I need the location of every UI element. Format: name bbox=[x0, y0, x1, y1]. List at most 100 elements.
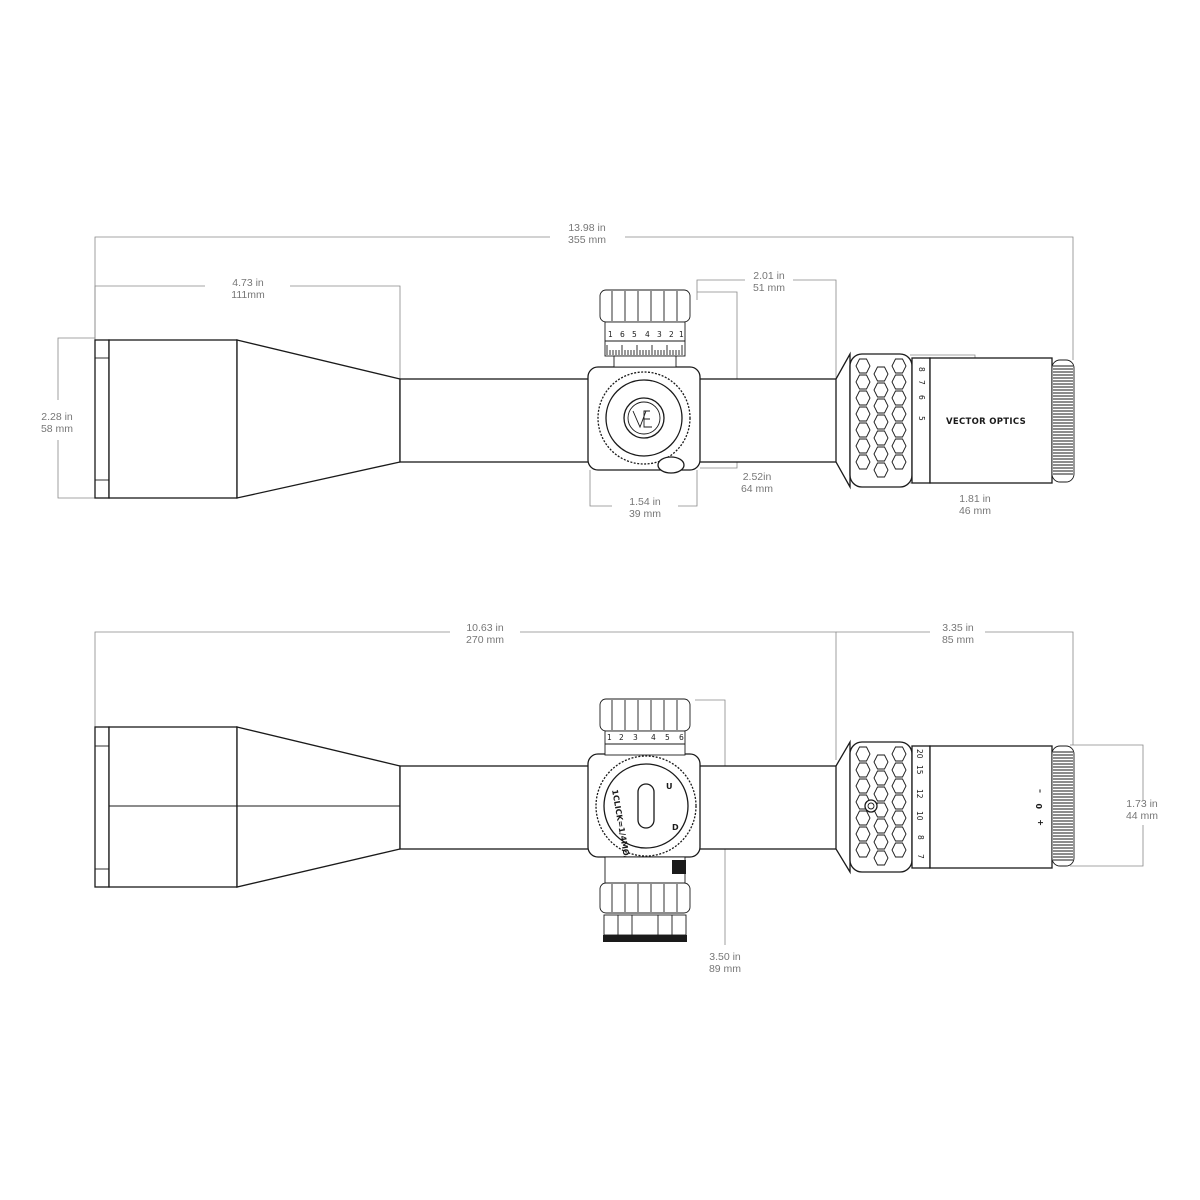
knurl-cell bbox=[891, 422, 907, 438]
knurl-cell bbox=[855, 454, 871, 470]
elevation-turret bbox=[599, 289, 691, 368]
dial-down-label: D bbox=[672, 823, 679, 832]
objective-taper bbox=[236, 339, 401, 499]
eyepiece-ring-bottom bbox=[835, 739, 851, 875]
turret-span-mm: 89 mm bbox=[709, 963, 741, 975]
diopter-ring-bottom bbox=[1051, 745, 1075, 867]
turret-width-mm: 39 mm bbox=[629, 508, 661, 520]
svg-text:12: 12 bbox=[915, 789, 924, 799]
top-dimension-lines bbox=[57, 236, 1074, 507]
turret-to-eyepiece-in: 2.01 in bbox=[753, 270, 785, 282]
knurl-cell bbox=[873, 414, 889, 430]
objective-section-mm: 111mm bbox=[231, 289, 265, 301]
svg-text:3: 3 bbox=[633, 733, 638, 742]
parallax-screw-icon bbox=[864, 799, 878, 813]
turret-width-in: 1.54 in bbox=[629, 496, 661, 508]
svg-text:1: 1 bbox=[608, 330, 613, 339]
svg-text:8: 8 bbox=[916, 835, 925, 840]
turret-height-mm: 64 mm bbox=[741, 483, 773, 495]
svg-text:7: 7 bbox=[917, 380, 926, 385]
knurl-cell bbox=[873, 770, 889, 786]
knurl-cell bbox=[873, 430, 889, 446]
knurl-cell bbox=[891, 358, 907, 374]
svg-text:6: 6 bbox=[679, 733, 684, 742]
eyepiece-length-mm: 85 mm bbox=[942, 634, 974, 646]
svg-text:5: 5 bbox=[665, 733, 670, 742]
svg-text:5: 5 bbox=[632, 330, 637, 339]
turret-height-in: 2.52in bbox=[743, 471, 772, 483]
knurl-cell bbox=[873, 834, 889, 850]
dial-up-label: U bbox=[666, 782, 673, 791]
svg-text:6: 6 bbox=[917, 395, 926, 400]
knurl-cell bbox=[855, 842, 871, 858]
vector-optics-logo-icon bbox=[632, 410, 652, 429]
knurl-cell bbox=[855, 390, 871, 406]
objective-diameter-in: 2.28 in bbox=[41, 411, 73, 423]
svg-text:2: 2 bbox=[669, 330, 674, 339]
svg-text:20: 20 bbox=[915, 749, 924, 759]
knurl-cell bbox=[891, 746, 907, 762]
knurl-cell bbox=[891, 826, 907, 842]
knurl-cell bbox=[873, 818, 889, 834]
knurl-cell bbox=[855, 374, 871, 390]
overall-length-in: 13.98 in bbox=[568, 222, 606, 234]
objective-section-in: 4.73 in bbox=[232, 277, 264, 289]
elevation-scale-ticks bbox=[606, 345, 683, 355]
knurl-cell bbox=[855, 810, 871, 826]
locking-knob bbox=[657, 456, 685, 474]
svg-text:2: 2 bbox=[619, 733, 624, 742]
eyepiece-diameter-mm: 46 mm bbox=[959, 505, 991, 517]
windage-turret-top bbox=[597, 371, 691, 474]
eyepiece-length-in: 3.35 in bbox=[942, 622, 974, 634]
objective-lens-cap-bottom bbox=[94, 726, 110, 888]
windage-scale-numbers: 1 2 3 4 5 6 bbox=[607, 733, 684, 742]
svg-text:5: 5 bbox=[917, 416, 926, 421]
magnification-ring-bottom: 20 15 12 10 8 7 bbox=[849, 741, 931, 873]
knurl-cell bbox=[891, 390, 907, 406]
objective-taper-bottom bbox=[236, 726, 401, 888]
knurl-cell bbox=[873, 802, 889, 818]
svg-text:0: 0 bbox=[1035, 803, 1044, 809]
magnification-ring-top: 8 7 6 5 bbox=[849, 353, 931, 488]
knurl-cell bbox=[855, 826, 871, 842]
knurl-cell bbox=[873, 462, 889, 478]
knurl-cell bbox=[891, 842, 907, 858]
svg-text:7: 7 bbox=[916, 854, 925, 859]
svg-text:4: 4 bbox=[651, 733, 656, 742]
turret-to-eyepiece-mm: 51 mm bbox=[753, 282, 785, 294]
svg-text:1: 1 bbox=[679, 330, 684, 339]
knurl-cell bbox=[873, 382, 889, 398]
knurl-cell bbox=[891, 762, 907, 778]
eyepiece-body-top bbox=[929, 357, 1053, 484]
eyepiece-ring bbox=[835, 351, 851, 490]
svg-text:4: 4 bbox=[645, 330, 650, 339]
turret-span-in: 3.50 in bbox=[709, 951, 741, 963]
knurl-cell bbox=[891, 778, 907, 794]
elevation-turret-bottom bbox=[599, 698, 691, 756]
svg-text:1: 1 bbox=[607, 733, 612, 742]
knurl-cell bbox=[891, 374, 907, 390]
objective-to-eyepiece-mm: 270 mm bbox=[466, 634, 504, 646]
knurl-cell bbox=[855, 406, 871, 422]
svg-text:10: 10 bbox=[915, 811, 924, 821]
knurl-cell bbox=[855, 762, 871, 778]
eyepiece-diameter-in: 1.81 in bbox=[959, 493, 991, 505]
top-view: 1 6 5 4 3 2 1 8 7 bbox=[41, 222, 1075, 520]
svg-text:8: 8 bbox=[917, 367, 926, 372]
eyepiece-diameter-bottom-mm: 44 mm bbox=[1126, 810, 1158, 822]
bottom-view: 1 2 3 4 5 6 1CLICK=1/4MOA U D bbox=[94, 622, 1158, 975]
objective-diameter-mm: 58 mm bbox=[41, 423, 73, 435]
knurl-cell bbox=[891, 810, 907, 826]
svg-text:–: – bbox=[1035, 789, 1044, 793]
elevation-scale-numbers: 1 6 5 4 3 2 1 bbox=[608, 330, 684, 339]
knurl-cell bbox=[873, 754, 889, 770]
knurl-cell bbox=[855, 746, 871, 762]
overall-length-mm: 355 mm bbox=[568, 234, 606, 246]
bottom-dimension-labels: 10.63 in 270 mm 3.35 in 85 mm 1.73 in 44… bbox=[466, 622, 1158, 975]
side-dial: 1CLICK=1/4MOA U D bbox=[595, 755, 697, 863]
diopter-ring-top bbox=[1051, 359, 1075, 483]
svg-text:15: 15 bbox=[915, 765, 924, 775]
brand-logo: VECTOR OPTICS bbox=[946, 417, 1026, 427]
knurl-cell bbox=[891, 406, 907, 422]
